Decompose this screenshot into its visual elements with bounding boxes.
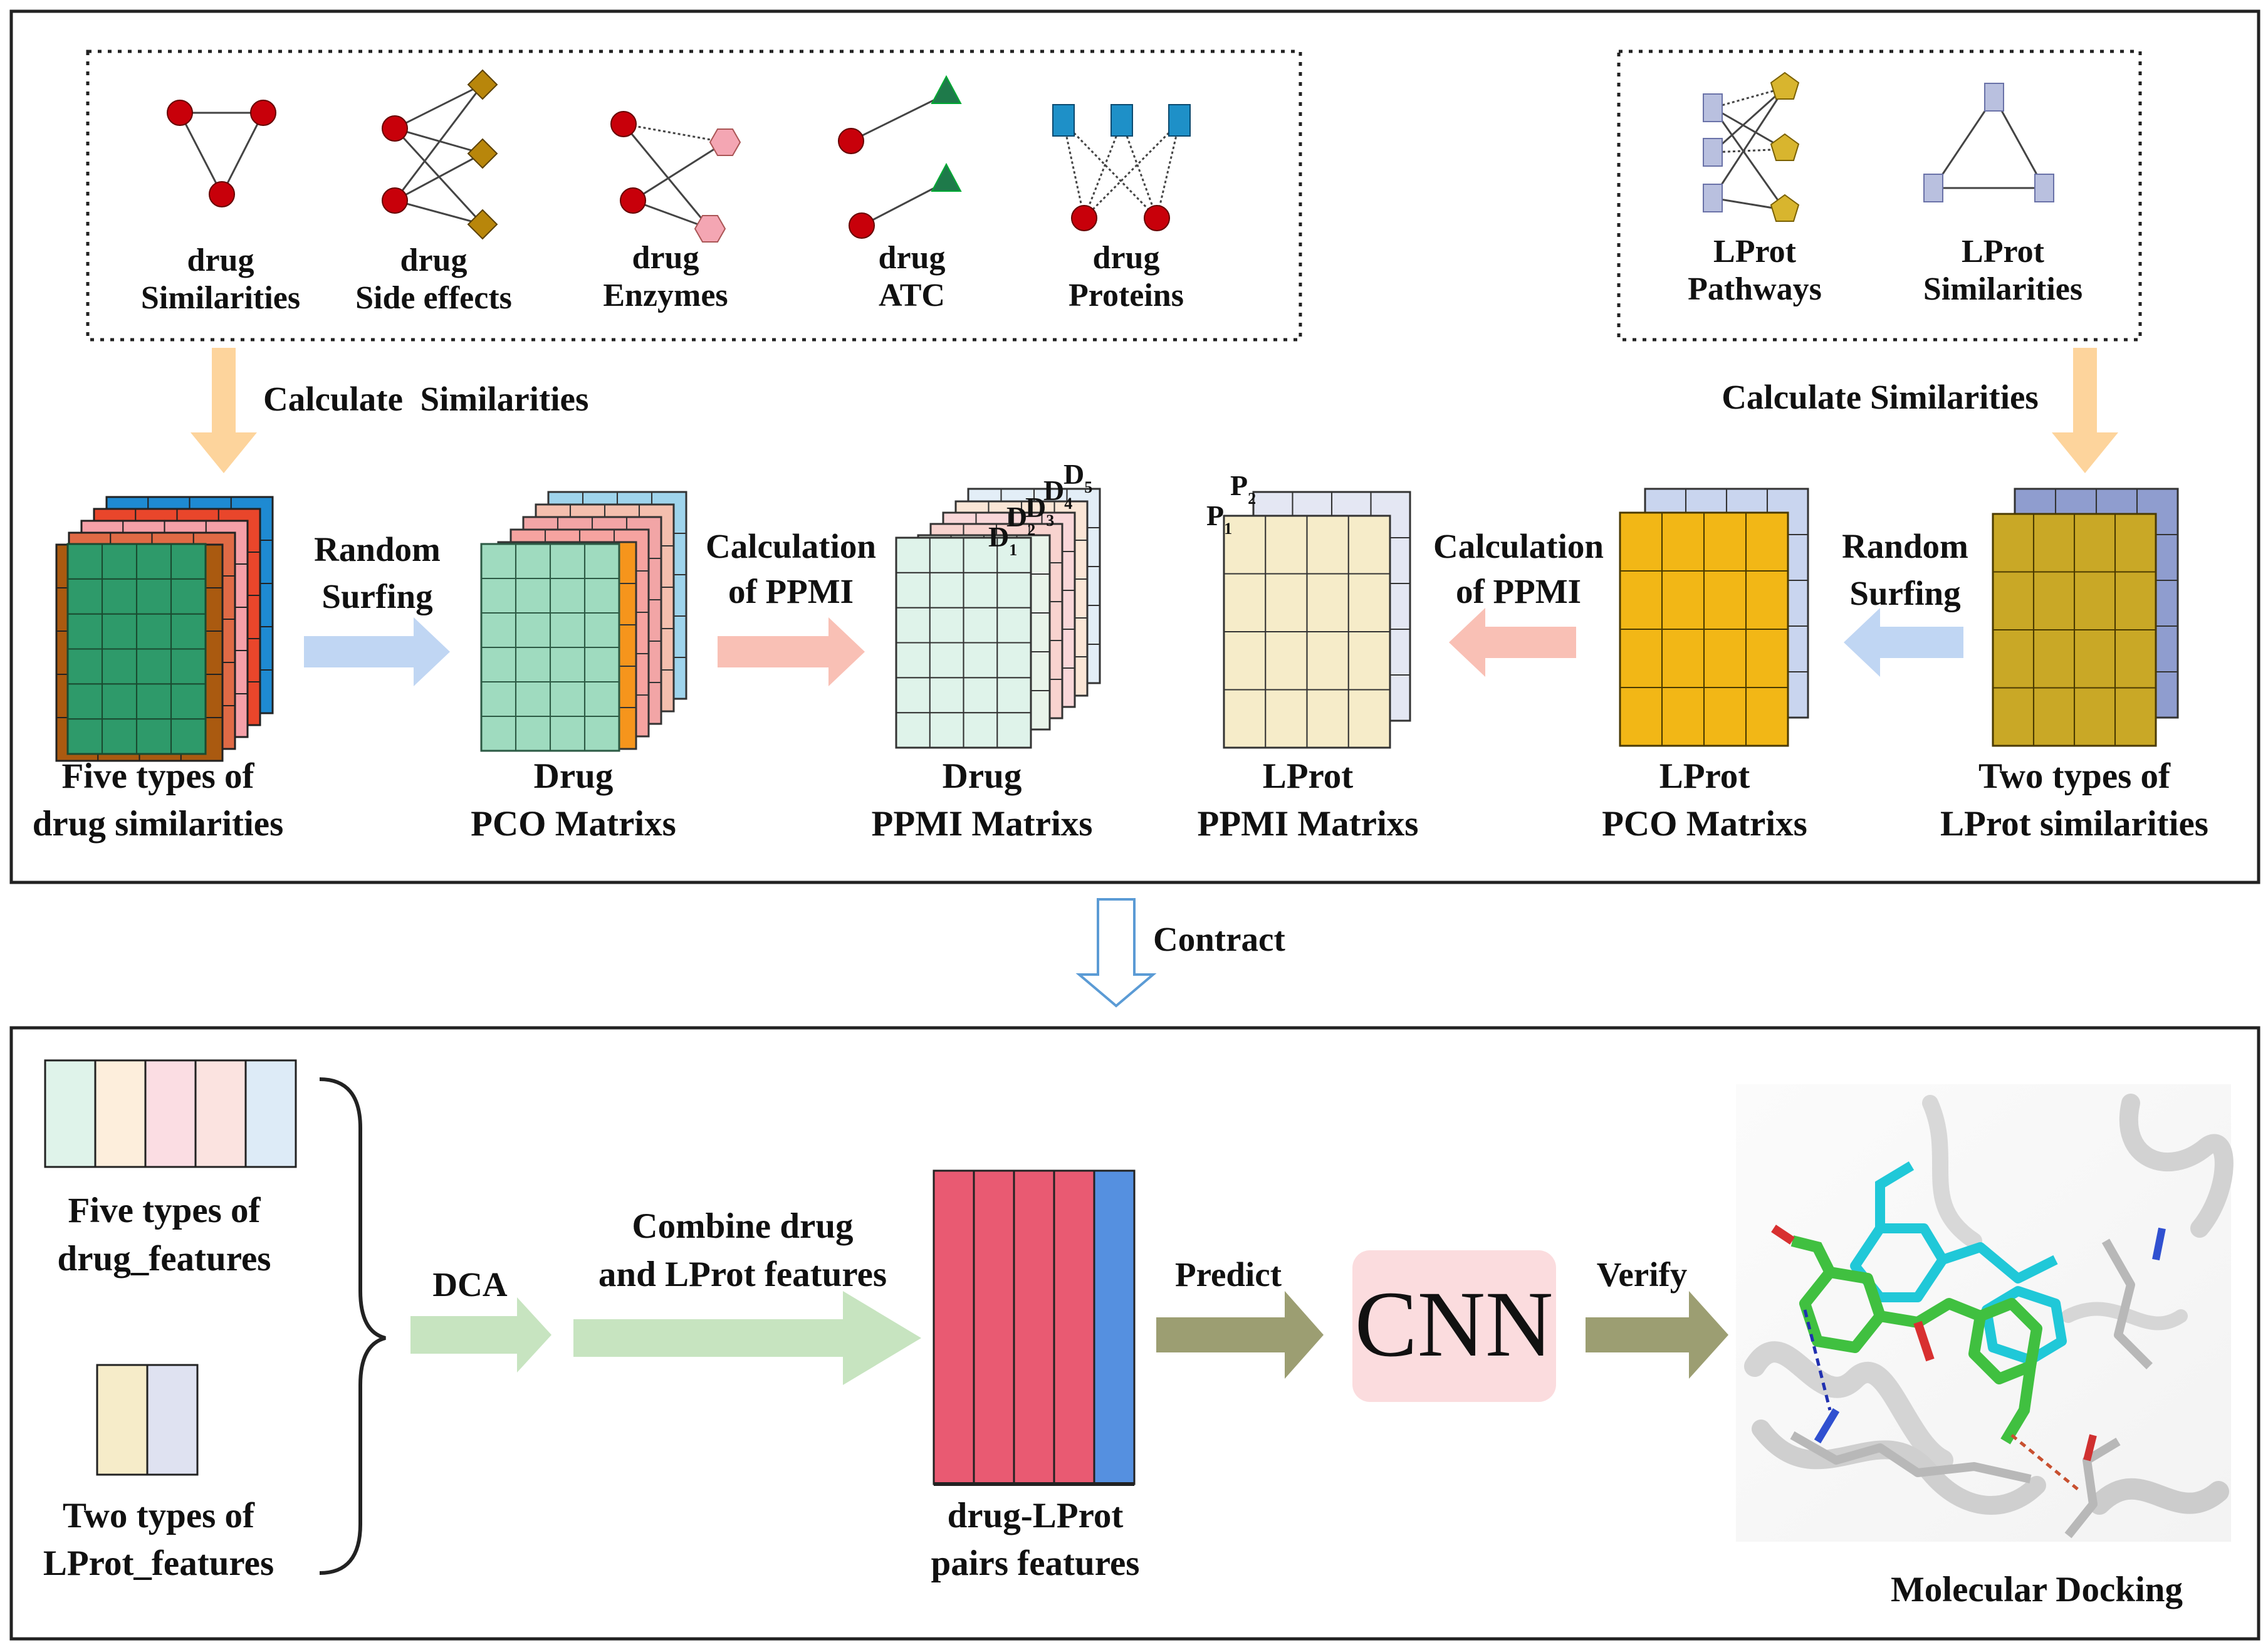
predict-arrow xyxy=(1156,1291,1324,1379)
drug-proteins-label-2: Proteins xyxy=(1069,278,1184,313)
drug-random-surfing-label-1: Random xyxy=(314,530,441,568)
calc-sim-left-arrow xyxy=(191,348,257,473)
drug-side-effects-label-2: Side effects xyxy=(355,280,512,316)
predict-label: Predict xyxy=(1175,1255,1282,1294)
drug-random-surfing-label-2: Surfing xyxy=(321,577,432,615)
lprot-calc-ppmi-label-1: Calculation xyxy=(1433,527,1604,565)
drug-ppmi-layer-label-d4: D4 xyxy=(1043,474,1072,513)
lprot-calc-ppmi-label-2: of PPMI xyxy=(1456,572,1581,610)
pair-features-matrix xyxy=(933,1169,1136,1486)
lprot-similarities-label-2: Similarities xyxy=(1923,271,2082,307)
verify-arrow xyxy=(1586,1291,1728,1379)
bottom-panel-frame xyxy=(9,1026,2260,1641)
top-panel-frame xyxy=(9,9,2260,884)
verify-label: Verify xyxy=(1597,1255,1688,1294)
drug-enzymes-icon xyxy=(610,111,741,243)
drug-atc-icon xyxy=(838,75,962,239)
drug-features-label-1: Five types of xyxy=(68,1191,261,1230)
drug-enzymes-label-2: Enzymes xyxy=(603,278,728,313)
combine-label-2: and LProt features xyxy=(598,1255,887,1294)
drug-proteins-icon xyxy=(1052,104,1191,231)
lprot-features-strip xyxy=(96,1364,199,1476)
pairs-label-2: pairs features xyxy=(931,1544,1140,1583)
drug-ppmi-layer-label-d3: D3 xyxy=(1025,491,1054,530)
lprot-ppmi-layer-label-p1: P1 xyxy=(1206,499,1232,538)
drug-ppmi-layer-label-d1: D1 xyxy=(988,521,1017,559)
drug-similarities-label-1: drug xyxy=(187,243,254,278)
cnn-box xyxy=(1352,1250,1556,1402)
cnn-label: CNN xyxy=(1355,1272,1554,1376)
drug-atc-label-1: drug xyxy=(879,240,946,276)
drug-similarity-matrix-stack xyxy=(55,496,274,762)
lprot-ppmi-label-2: PPMI Matrixs xyxy=(1198,804,1419,844)
drug-side-effects-label-1: drug xyxy=(400,243,468,278)
lprot-pathways-label-1: LProt xyxy=(1713,234,1797,269)
drug-ppmi-layer-label-d5: D5 xyxy=(1063,458,1092,496)
drug-ppmi-label-1: Drug xyxy=(943,756,1022,796)
lprot-pathways-label-2: Pathways xyxy=(1688,271,1822,307)
drug-pco-label-1: Drug xyxy=(534,756,614,796)
lprot-sources-box xyxy=(1617,50,2142,342)
drug-atc-label-2: ATC xyxy=(879,278,945,313)
drug-proteins-label-1: drug xyxy=(1093,240,1160,276)
lprot-sims-label-1: Two types of xyxy=(1978,756,2171,796)
lprot-features-label-1: Two types of xyxy=(63,1496,255,1535)
pairs-label-1: drug-LProt xyxy=(948,1496,1124,1535)
lprot-pathways-icon xyxy=(1703,71,1800,222)
drug-calc-ppmi-arrow xyxy=(718,617,865,686)
lprot-sims-label-2: LProt similarities xyxy=(1940,804,2208,844)
drug-sims-label-2: drug similarities xyxy=(33,804,284,844)
drug-side-effects-icon xyxy=(382,69,498,240)
drug-pco-matrix-stack xyxy=(480,491,687,752)
drug-similarities-icon xyxy=(167,100,276,207)
drug-ppmi-layer-label-d2: D2 xyxy=(1006,501,1035,539)
drug-features-strip xyxy=(44,1059,297,1168)
contract-label: Contract xyxy=(1153,920,1285,958)
lprot-similarities-icon xyxy=(1923,83,2054,202)
lprot-calc-ppmi-arrow xyxy=(1449,608,1576,677)
feature-brace xyxy=(319,1077,386,1575)
dca-label: DCA xyxy=(432,1265,507,1304)
drug-enzymes-label-1: drug xyxy=(632,240,699,276)
lprot-random-surfing-label-1: Random xyxy=(1842,527,1968,565)
molecular-docking-image xyxy=(1736,1084,2234,1542)
drug-random-surfing-arrow xyxy=(304,617,450,686)
combine-label-1: Combine drug xyxy=(632,1206,853,1246)
dca-arrow xyxy=(410,1297,551,1372)
drug-calc-ppmi-label-2: of PPMI xyxy=(728,572,854,610)
docking-label: Molecular Docking xyxy=(1891,1570,2183,1609)
drug-ppmi-matrix-stack xyxy=(895,488,1101,749)
calc-sim-left-label: Calculate Similarities xyxy=(263,380,588,418)
drug-sims-label-1: Five types of xyxy=(61,756,254,796)
drug-ppmi-label-2: PPMI Matrixs xyxy=(872,804,1093,844)
combine-arrow xyxy=(573,1291,921,1385)
drug-features-label-2: drug_features xyxy=(58,1239,271,1278)
lprot-similarity-matrix-stack xyxy=(1992,488,2179,747)
lprot-pco-label-1: LProt xyxy=(1659,756,1750,796)
lprot-ppmi-layer-label-p2: P2 xyxy=(1230,469,1256,508)
lprot-ppmi-matrix-stack xyxy=(1223,491,1411,749)
lprot-random-surfing-label-2: Surfing xyxy=(1849,574,1960,612)
lprot-similarities-label-1: LProt xyxy=(1962,234,2045,269)
contract-arrow xyxy=(1075,898,1157,1008)
calc-sim-right-arrow xyxy=(2052,348,2118,473)
lprot-ppmi-label-1: LProt xyxy=(1263,756,1354,796)
drug-sources-box xyxy=(86,50,1302,342)
calc-sim-right-label: Calculate Similarities xyxy=(1722,378,2039,416)
lprot-pco-matrix-stack xyxy=(1619,488,1809,747)
drug-calc-ppmi-label-1: Calculation xyxy=(706,527,876,565)
drug-pco-label-2: PCO Matrixs xyxy=(471,804,676,844)
lprot-pco-label-2: PCO Matrixs xyxy=(1602,804,1807,844)
drug-similarities-label-2: Similarities xyxy=(141,280,300,316)
lprot-random-surfing-arrow xyxy=(1844,608,1963,677)
lprot-features-label-2: LProt_features xyxy=(43,1544,274,1583)
